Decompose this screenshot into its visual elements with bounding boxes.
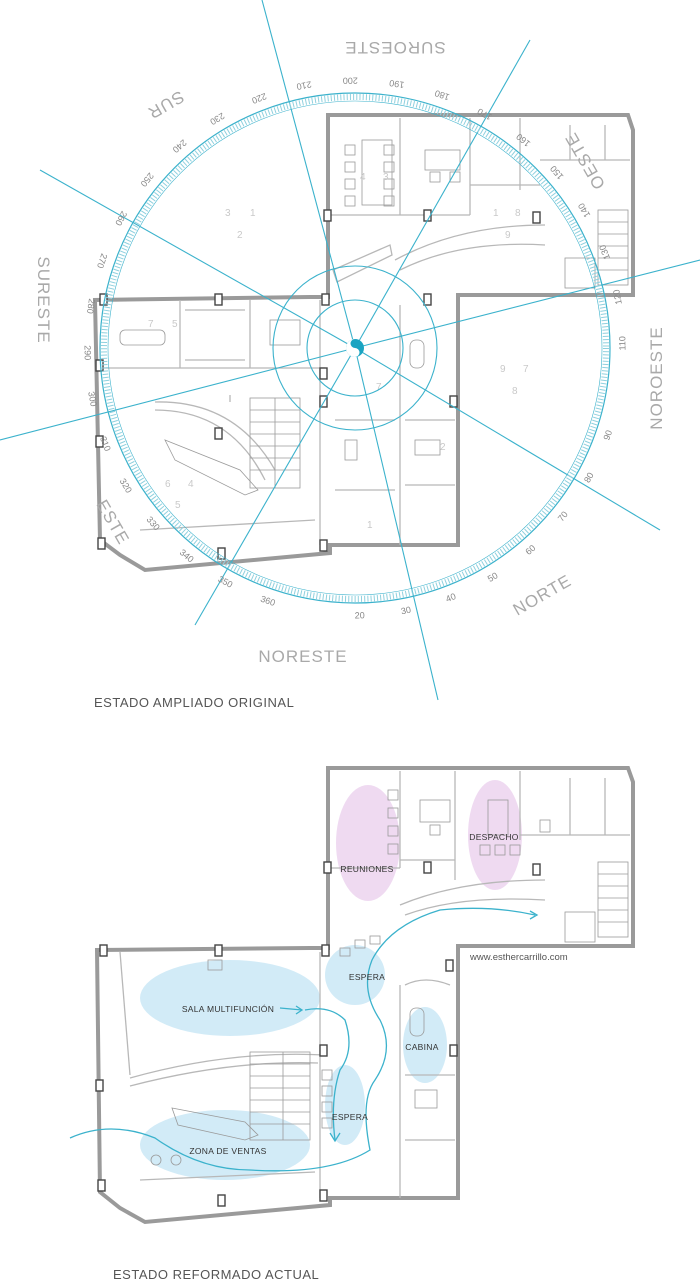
plan2-circulation-arrows bbox=[69, 907, 539, 1172]
compass-ring-center-small bbox=[306, 299, 404, 397]
svg-text:7: 7 bbox=[376, 382, 382, 393]
zone-label-despacho: DESPACHO bbox=[469, 832, 519, 842]
compass-degree-label: 270 bbox=[95, 252, 109, 269]
caption-reformado: ESTADO REFORMADO ACTUAL bbox=[113, 1267, 320, 1282]
svg-text:2: 2 bbox=[237, 230, 243, 241]
svg-text:2: 2 bbox=[440, 442, 446, 453]
svg-text:NORTE: NORTE bbox=[510, 571, 575, 620]
compass-degree-label: 20 bbox=[355, 610, 365, 620]
compass-degree-label: 40 bbox=[444, 591, 457, 604]
compass-degree-label: 200 bbox=[343, 75, 358, 85]
svg-text:SUROESTE: SUROESTE bbox=[344, 38, 446, 57]
svg-text:9: 9 bbox=[500, 364, 506, 375]
compass-degree-label: 290 bbox=[82, 345, 92, 360]
compass-ring-outer bbox=[99, 92, 611, 604]
plan2-zone-bubbles bbox=[140, 780, 522, 1180]
compass-degree-label: 310 bbox=[98, 435, 113, 453]
zone-cabina-bubble bbox=[403, 1007, 447, 1083]
zone-label-sala: SALA MULTIFUNCIÓN bbox=[182, 1004, 274, 1014]
zone-ventas-bubble bbox=[140, 1110, 310, 1180]
compass-degree-label: 280 bbox=[85, 298, 97, 314]
svg-text:8: 8 bbox=[512, 386, 518, 397]
plan1-room-numbers: 3 1 2 4 3 1 8 9 7 5 6 4 5 9 7 8 7 2 1 bbox=[148, 172, 529, 531]
compass-ring-inner bbox=[107, 100, 603, 596]
svg-text:8: 8 bbox=[515, 208, 521, 219]
svg-text:NOROESTE: NOROESTE bbox=[647, 326, 666, 429]
svg-text:OESTE: OESTE bbox=[561, 129, 609, 193]
zone-label-ventas: ZONA DE VENTAS bbox=[189, 1146, 266, 1156]
compass-degree-label: 70 bbox=[556, 509, 570, 523]
svg-text:7: 7 bbox=[148, 319, 154, 330]
zone-label-espera-bottom: ESPERA bbox=[332, 1112, 368, 1122]
svg-text:7: 7 bbox=[523, 364, 529, 375]
plan2-furniture bbox=[150, 789, 551, 1166]
svg-text:1: 1 bbox=[250, 208, 256, 219]
svg-text:SUR: SUR bbox=[144, 87, 187, 123]
zone-label-reuniones: REUNIONES bbox=[340, 864, 393, 874]
compass-degree-label: 120 bbox=[611, 289, 624, 306]
plan2-interior-walls bbox=[119, 771, 630, 1198]
svg-text:6: 6 bbox=[165, 479, 171, 490]
plan-reformado: REUNIONES DESPACHO ESPERA SALA MULTIFUNC… bbox=[69, 766, 635, 1225]
svg-text:3: 3 bbox=[225, 208, 231, 219]
plan2-zone-labels: REUNIONES DESPACHO ESPERA SALA MULTIFUNC… bbox=[182, 832, 519, 1156]
compass-degree-label: 110 bbox=[617, 336, 627, 351]
compass-ring-center-large bbox=[272, 265, 438, 431]
compass-rays bbox=[0, 0, 700, 701]
compass-degree-label: 190 bbox=[389, 78, 405, 90]
svg-text:5: 5 bbox=[175, 500, 181, 511]
zone-espera-top-bubble bbox=[325, 945, 385, 1005]
svg-text:1: 1 bbox=[493, 208, 499, 219]
svg-text:NORESTE: NORESTE bbox=[258, 647, 347, 666]
website-credit: www.esthercarrillo.com bbox=[470, 952, 568, 963]
plan1-stairs bbox=[249, 209, 629, 489]
compass-degree-label: 220 bbox=[250, 91, 268, 106]
caption-original: ESTADO AMPLIADO ORIGINAL bbox=[94, 695, 295, 710]
svg-text:3: 3 bbox=[383, 172, 389, 183]
compass-degree-label: 360 bbox=[259, 594, 276, 608]
compass-degree-label: 90 bbox=[601, 429, 614, 442]
plan1-furniture bbox=[119, 139, 461, 496]
zone-sala-bubble bbox=[140, 960, 320, 1036]
plan-original: 3 1 2 4 3 1 8 9 7 5 6 4 5 9 7 8 7 2 1 bbox=[0, 0, 700, 701]
compass-degree-label: 240 bbox=[171, 137, 189, 154]
svg-text:9: 9 bbox=[505, 230, 511, 241]
svg-text:4: 4 bbox=[360, 172, 366, 183]
compass-degree-label: 50 bbox=[486, 570, 500, 584]
compass-degree-label: 230 bbox=[208, 111, 226, 127]
svg-text:4: 4 bbox=[188, 479, 194, 490]
compass-degree-label: 30 bbox=[400, 605, 412, 617]
compass-degree-label: 210 bbox=[296, 79, 313, 92]
svg-text:5: 5 bbox=[172, 319, 178, 330]
svg-text:1: 1 bbox=[367, 520, 373, 531]
plan2-outer-walls bbox=[94, 766, 635, 1225]
compass-degree-label: 320 bbox=[118, 477, 134, 495]
compass-degree-label: 150 bbox=[548, 164, 565, 182]
compass-degree-label: 340 bbox=[178, 547, 196, 564]
compass-degree-label: 300 bbox=[86, 391, 99, 408]
compass-degree-label: 160 bbox=[514, 132, 532, 149]
plan2-columns bbox=[95, 861, 541, 1207]
compass-degree-label: 60 bbox=[523, 543, 537, 557]
compass-degree-label: 140 bbox=[576, 201, 592, 219]
compass-degree-label: 180 bbox=[433, 88, 450, 102]
compass-tick-ring bbox=[101, 94, 609, 602]
compass-degree-label: 250 bbox=[139, 171, 156, 189]
yin-yang-icon bbox=[346, 339, 364, 357]
zone-espera-bottom-bubble bbox=[325, 1065, 365, 1145]
compass-degree-label: 80 bbox=[582, 471, 596, 485]
zone-label-cabina: CABINA bbox=[405, 1042, 438, 1052]
plan1-outer-walls bbox=[92, 113, 635, 573]
zone-reuniones-bubble bbox=[336, 785, 400, 901]
plan2-stairs bbox=[207, 861, 629, 1141]
svg-text:SURESTE: SURESTE bbox=[34, 256, 53, 343]
zone-label-espera-top: ESPERA bbox=[349, 972, 385, 982]
compass-degree-label: 350 bbox=[216, 574, 234, 590]
